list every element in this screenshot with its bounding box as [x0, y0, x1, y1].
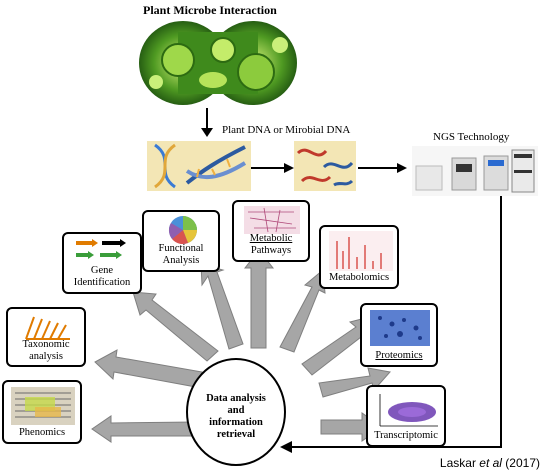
metabolic-label-line2: Pathways: [250, 245, 292, 256]
functional-box: Functional Analysis: [142, 210, 220, 272]
taxonomic-label: Taxonomic analysis: [8, 339, 84, 363]
dna-label: Plant DNA or Mirobial DNA: [222, 124, 351, 136]
transcriptomic-label: Transcriptomic: [374, 430, 438, 441]
hub-circle: [186, 358, 286, 466]
gene-label-line2: Identification: [73, 277, 131, 288]
gene-label: Gene Identification: [64, 265, 140, 289]
phenomics-thumbnail: [11, 387, 75, 425]
arrow-to-metabolic: [243, 249, 275, 349]
arrow-down-icon: [201, 108, 213, 137]
hub-line-2: and: [227, 405, 245, 416]
proteomics-box: Proteomics: [360, 303, 438, 367]
metabolic-label-line1: Metabolic: [249, 233, 293, 244]
pie-chart-icon: [168, 216, 197, 245]
gel-image-icon: [370, 310, 430, 346]
ngs-machines-image: [412, 146, 538, 196]
arrow-to-taxonomic: [94, 349, 203, 388]
gene-arrows-icon: [76, 239, 126, 259]
functional-label: Functional Analysis: [144, 243, 218, 267]
taxonomic-label-line2: analysis: [29, 351, 63, 362]
arrow-to-transcriptomic-upper: [318, 367, 391, 398]
functional-label-line2: Analysis: [162, 255, 200, 266]
ngs-label: NGS Technology: [433, 131, 510, 143]
phenomics-box: Phenomics: [2, 380, 82, 444]
functional-label-line1: Functional: [158, 243, 204, 254]
hub-line-4: retrieval: [216, 429, 256, 440]
taxonomic-box: Taxonomic analysis: [6, 307, 86, 367]
metabolomics-label: Metabolomics: [328, 272, 390, 283]
metabolomics-box: Metabolomics: [319, 225, 399, 289]
metabolic-label: Metabolic Pathways: [234, 233, 308, 257]
hub-line-3: information: [209, 417, 263, 428]
arrow-to-functional: [200, 263, 244, 350]
arrow-to-gene: [132, 291, 219, 362]
transcriptomic-box: Transcriptomic: [366, 385, 446, 447]
dna-helix-image: [147, 141, 251, 191]
hub-line-1: Data analysis: [206, 393, 266, 404]
gene-label-line1: Gene: [90, 265, 114, 276]
citation-year: (2017): [501, 456, 540, 470]
diagram-title: Plant Microbe Interaction: [143, 3, 277, 17]
phenomics-label: Phenomics: [18, 427, 66, 438]
pathway-map-icon: [244, 206, 300, 234]
proteomics-label: Proteomics: [375, 350, 423, 361]
gene-box: Gene Identification: [62, 232, 142, 294]
dna-fragments-image: [294, 141, 356, 191]
hub-label: Data analysis and information retrieval: [193, 393, 279, 441]
citation-etal: et al: [479, 456, 502, 470]
citation-author: Laskar: [439, 456, 480, 470]
scatter-plot-icon: [376, 392, 440, 430]
taxonomic-label-line1: Taxonomic: [22, 339, 70, 350]
tree-icon: [25, 316, 70, 340]
arrow-right-icon: [251, 163, 294, 173]
arrow-to-phenomics: [91, 415, 196, 443]
metabolic-box: Metabolic Pathways: [232, 200, 310, 262]
spectrum-icon: [329, 231, 393, 271]
citation: Laskar et al (2017): [440, 456, 540, 470]
arrow-right-icon: [358, 163, 407, 173]
microbe-image: [139, 21, 297, 105]
